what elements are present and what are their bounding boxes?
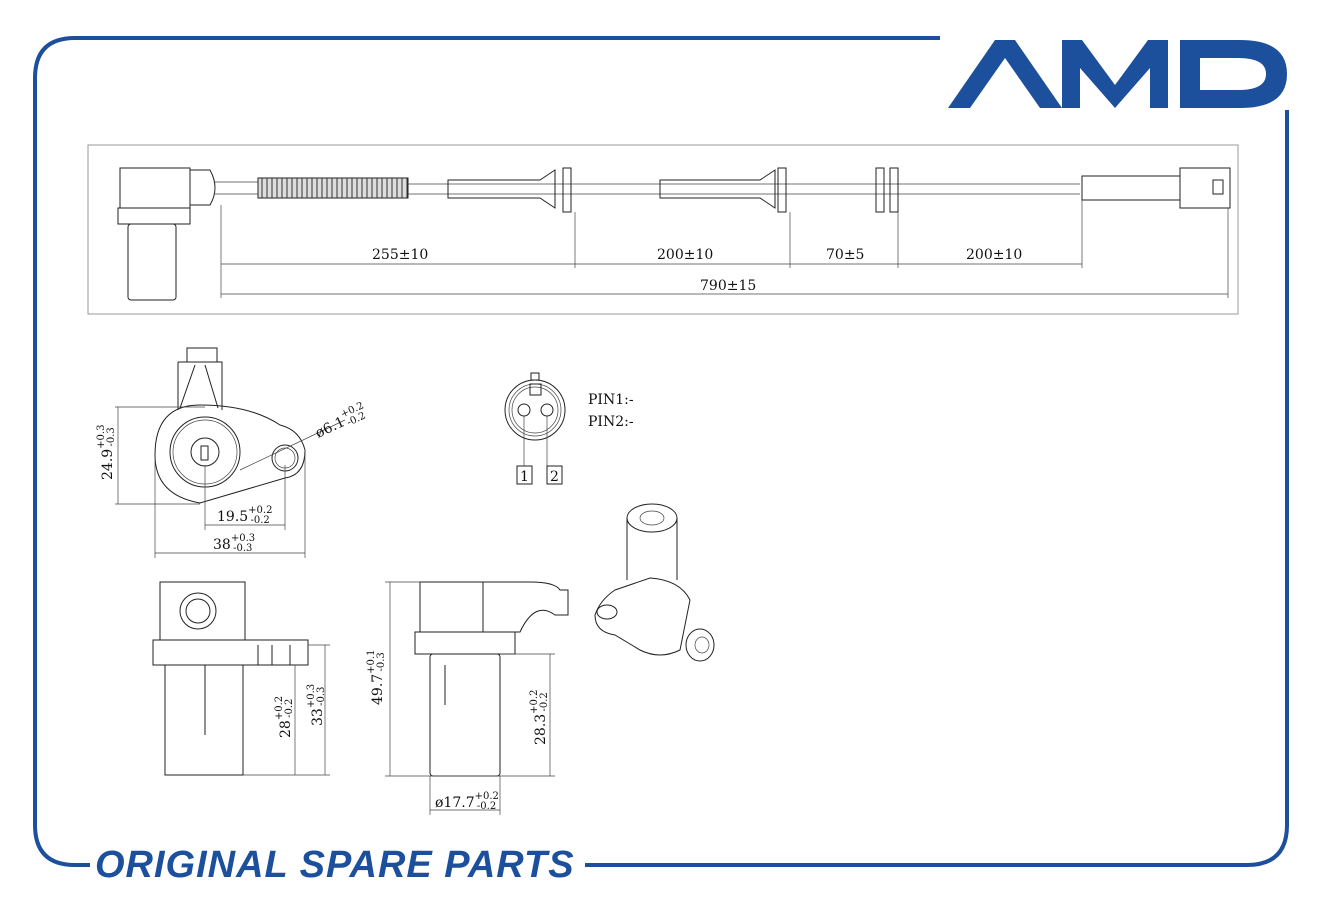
dim-diameter-17-7: ø17.7+0.2-0.2: [435, 791, 499, 812]
connector-face: [504, 372, 566, 485]
dim-hole-6-1: ø6.1+0.2-0.2: [311, 400, 370, 442]
amd-logo: [948, 40, 1287, 108]
dim-height-24-9: 24.9+0.3-0.3: [96, 425, 117, 480]
cable-drawing: [117, 167, 1231, 301]
dim-segment-1: 255±10: [372, 247, 428, 263]
dim-body-28: 28+0.2-0.2: [274, 696, 295, 738]
sensor-top-view: [115, 347, 346, 558]
dim-segment-4: 200±10: [966, 247, 1022, 263]
slogan: ORIGINAL SPARE PARTS: [95, 844, 575, 886]
dim-hole-offset-19-5: 19.5+0.2-0.2: [217, 505, 272, 526]
dim-segment-3: 70±5: [826, 247, 864, 263]
sensor-isometric-view: [594, 503, 715, 662]
pin1-text: PIN1:-: [588, 392, 634, 408]
dim-total-33: 33+0.3-0.3: [306, 684, 327, 726]
sensor-side-view: [385, 581, 569, 815]
dim-body-28-3: 28.3+0.2-0.2: [529, 690, 550, 745]
cable-panel: [87, 144, 1239, 315]
pin-label-1: 1: [520, 469, 529, 485]
dim-total: 790±15: [700, 278, 756, 294]
pin2-text: PIN2:-: [588, 414, 634, 430]
dim-overall-49-7: 49.7+0.1-0.3: [366, 650, 387, 705]
dim-width-38: 38+0.3-0.3: [213, 533, 255, 554]
sensor-front-view: [152, 581, 330, 776]
frame-border: [33, 36, 1289, 867]
pin-label-2: 2: [550, 469, 559, 485]
dim-segment-2: 200±10: [657, 247, 713, 263]
